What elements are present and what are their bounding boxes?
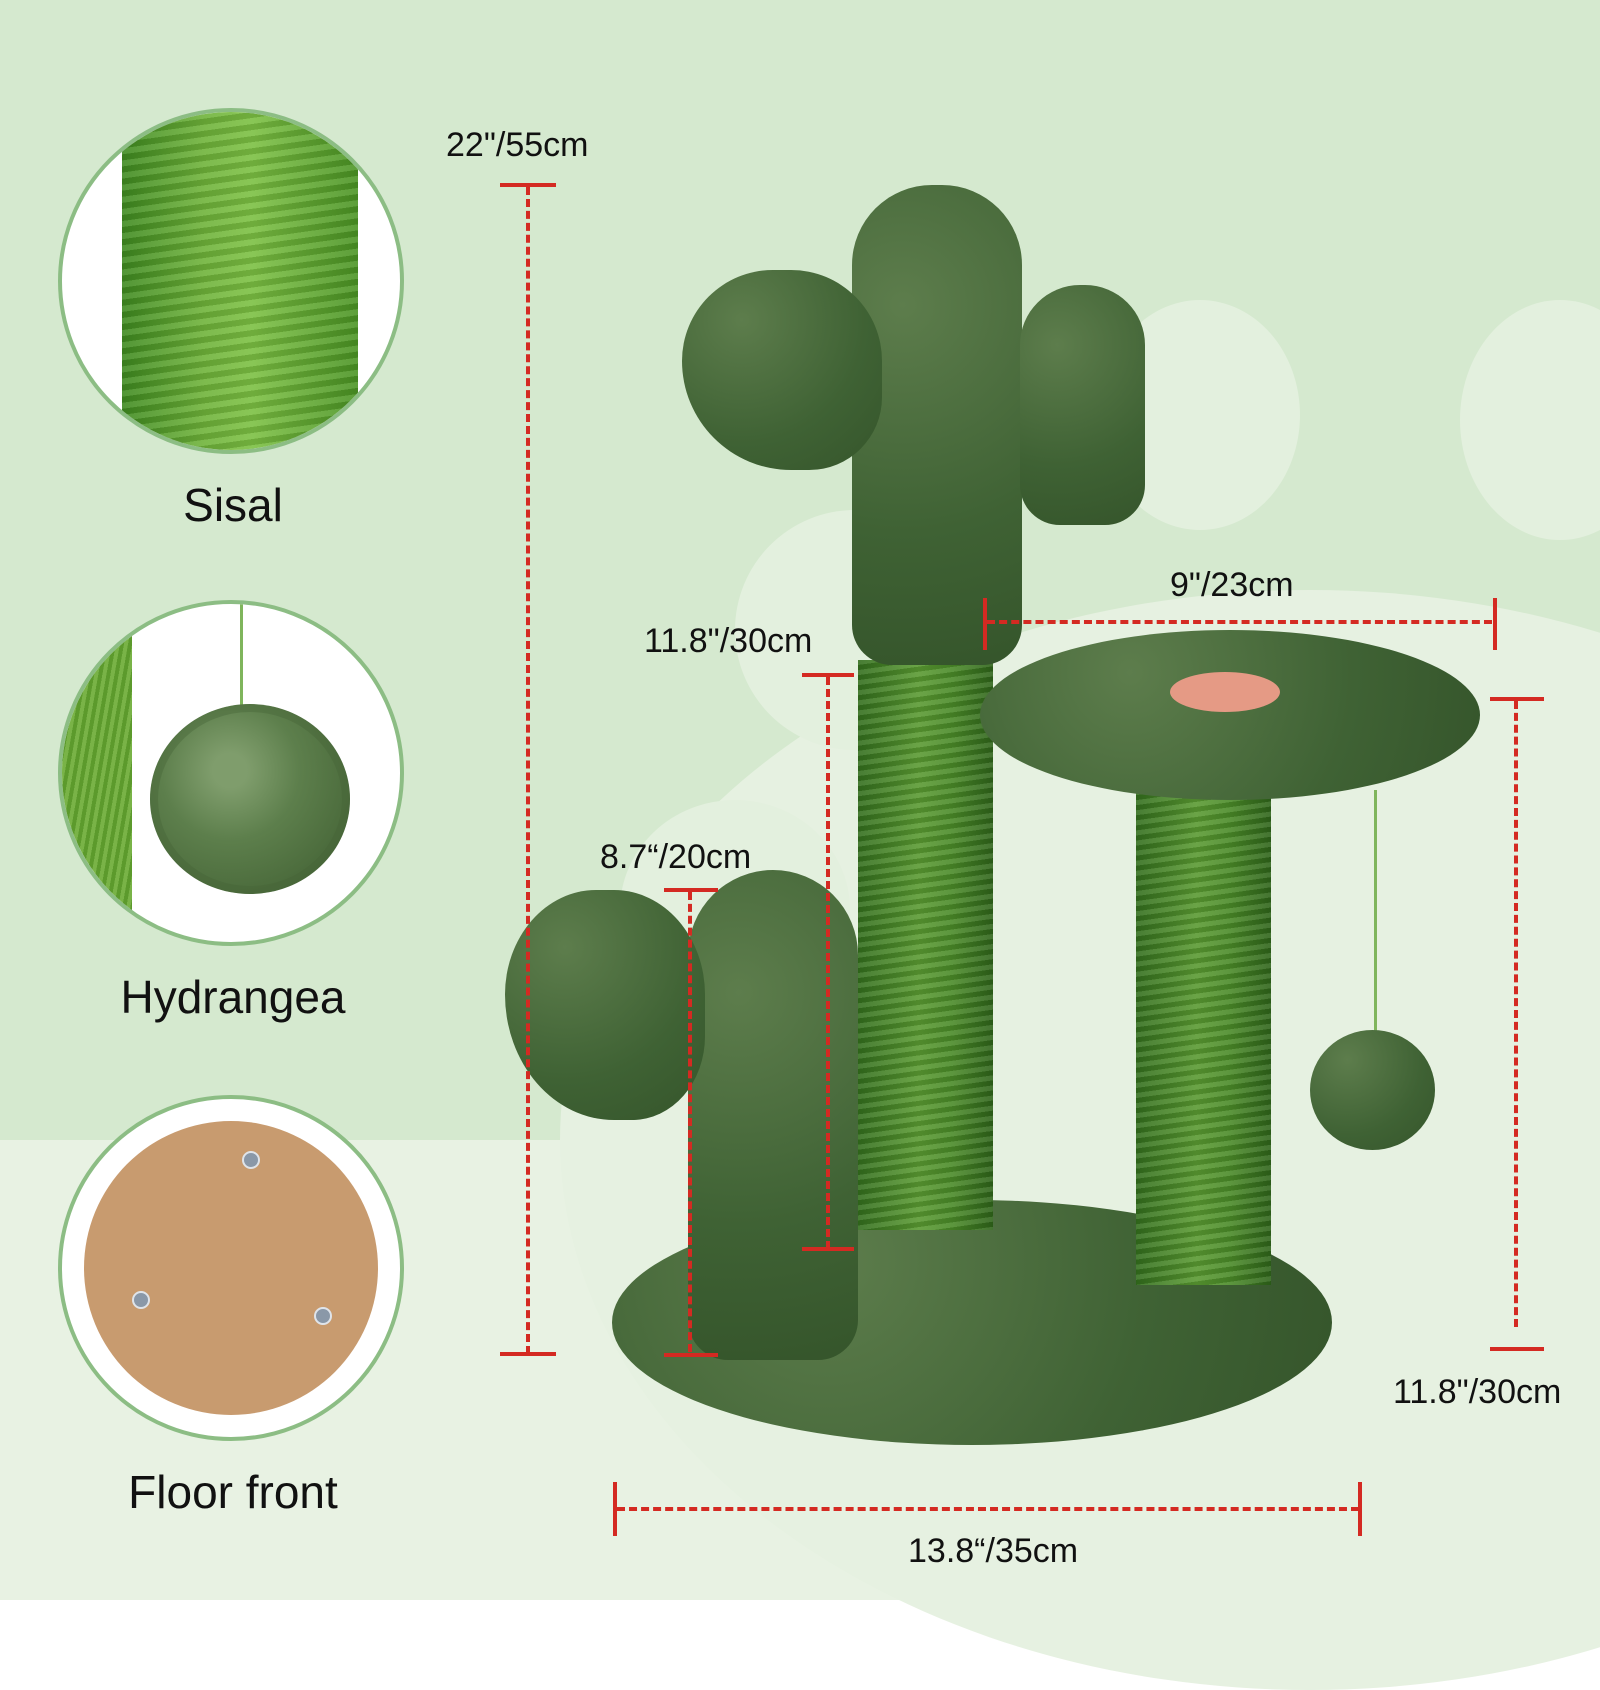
hanging-ball-toy [1310,1030,1435,1150]
dimension-tick [1490,1347,1544,1351]
platform-flower-accent [1170,672,1280,712]
base-width-label: 13.8“/35cm [908,1532,1079,1570]
dimension-tick [1358,1482,1362,1536]
feature-hydrangea: Hydrangea [58,600,408,1024]
hanging-string [240,604,243,714]
total-height-line [526,187,530,1354]
top-cactus-trunk [852,185,1022,665]
sisal-edge-icon [62,604,132,942]
short-sisal-post [1136,780,1271,1285]
main-post-height-label: 11.8"/30cm [644,622,813,660]
top-cactus-right-arm [1020,285,1145,525]
feature-floor-front: Floor front [58,1095,408,1519]
dimension-tick [613,1482,617,1536]
feature-label: Hydrangea [120,971,346,1023]
small-cactus-height-line [688,892,692,1352]
total-height-label: 22"/55cm [446,126,589,164]
dimension-tick [500,183,556,187]
small-cactus-trunk [688,870,858,1360]
feature-sisal: Sisal [58,108,408,532]
dimension-tick [500,1352,556,1356]
toy-string [1374,790,1377,1040]
platform-height-line [1514,701,1518,1327]
platform-width-line [987,620,1492,624]
platform-height-label: 11.8"/30cm [1393,1373,1562,1411]
floor-front-image [58,1095,404,1441]
base-width-line [617,1507,1359,1511]
hydrangea-closeup-image [58,600,404,946]
dimension-tick [1493,598,1497,650]
screw-icon [132,1291,150,1309]
small-cactus-height-label: 8.7“/20cm [600,838,752,876]
feature-label: Floor front [128,1466,338,1518]
dimension-tick [664,888,718,892]
pom-pom-ball-icon [150,704,350,894]
top-platform [980,630,1480,800]
dimension-tick [802,1247,854,1251]
screw-icon [314,1307,332,1325]
sisal-rope-icon [122,112,358,450]
screw-icon [242,1151,260,1169]
dimension-tick [802,673,854,677]
dimension-tick [1490,697,1544,701]
dimension-tick [664,1353,718,1357]
top-cactus-left-arm [682,270,882,470]
sisal-closeup-image [58,108,404,454]
platform-width-label: 9"/23cm [1170,566,1294,604]
main-post-height-line [826,677,830,1249]
feature-label: Sisal [183,479,283,531]
base-bottom-icon [84,1121,378,1415]
small-cactus-arm [505,890,705,1120]
dimension-tick [983,598,987,650]
tall-sisal-post [858,660,993,1230]
